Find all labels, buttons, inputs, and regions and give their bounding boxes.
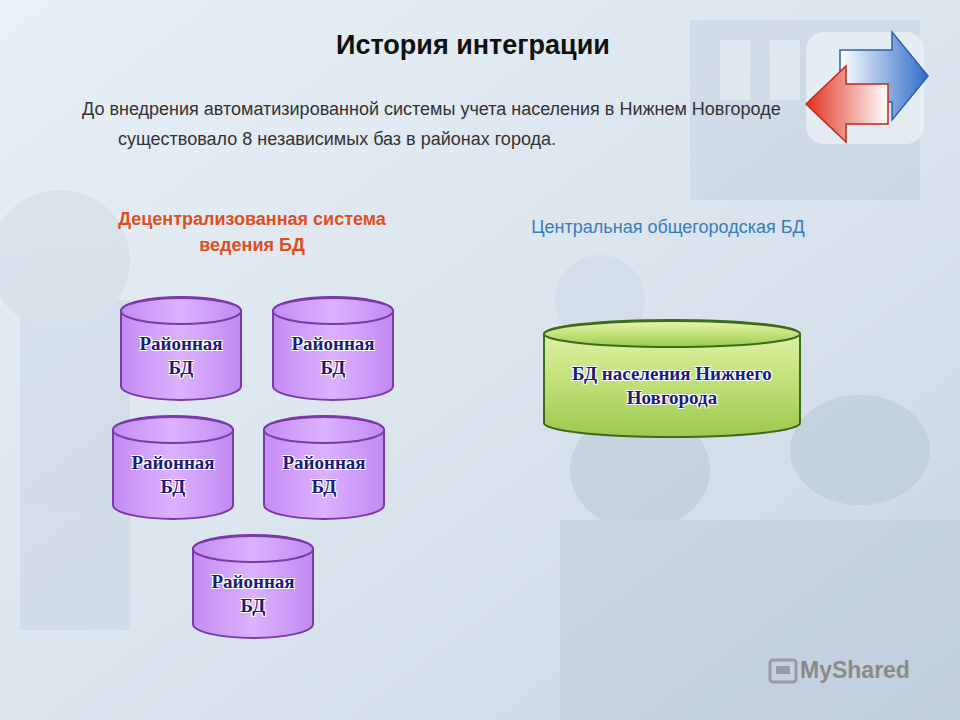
database-cylinder: Районная БД xyxy=(120,297,242,401)
node-content: Районная БД xyxy=(263,444,385,506)
arrow-icon xyxy=(806,32,928,144)
cylinder-top xyxy=(273,298,393,324)
node-content: Районная БД xyxy=(192,563,314,625)
cylinder-body xyxy=(113,416,233,519)
database-cylinder: Районная БД xyxy=(192,535,314,639)
node-label: Районная БД xyxy=(271,451,377,499)
node-label: Районная БД xyxy=(200,570,306,618)
title: История интеграции xyxy=(0,30,946,61)
node-content: Районная БД xyxy=(120,325,242,387)
cylinder-body xyxy=(193,535,313,638)
watermark: MyShared xyxy=(800,656,940,684)
cylinder-body xyxy=(273,297,393,400)
cylinder-body xyxy=(264,416,384,519)
database-cylinder: БД населения Нижнего Новгорода xyxy=(543,320,801,438)
database-cylinder: Районная БД xyxy=(263,416,385,520)
photo-collage xyxy=(0,20,960,720)
cylinder-top xyxy=(544,321,800,347)
cylinder-body xyxy=(121,297,241,400)
database-cylinder: Районная БД xyxy=(112,416,234,520)
node-content: Районная БД xyxy=(112,444,234,506)
cylinder-body xyxy=(544,320,800,437)
cylinder-top xyxy=(264,417,384,443)
cylinder-top xyxy=(121,298,241,324)
section-heading: Центральная общегородская БД xyxy=(528,214,808,240)
watermark-icon xyxy=(770,660,796,682)
node-label: Районная БД xyxy=(128,332,234,380)
node-label: БД населения Нижнего Новгорода xyxy=(551,362,793,410)
intro-text: До внедрения автоматизированной системы … xyxy=(82,94,812,154)
node-content: Районная БД xyxy=(272,325,394,387)
section-heading: Децентрализованная система ведения БД xyxy=(112,206,392,258)
cylinder-top xyxy=(113,417,233,443)
cylinder-top xyxy=(193,536,313,562)
node-label: Районная БД xyxy=(280,332,386,380)
node-label: Районная БД xyxy=(120,451,226,499)
database-cylinder: Районная БД xyxy=(272,297,394,401)
node-content: БД населения Нижнего Новгорода xyxy=(543,348,801,424)
